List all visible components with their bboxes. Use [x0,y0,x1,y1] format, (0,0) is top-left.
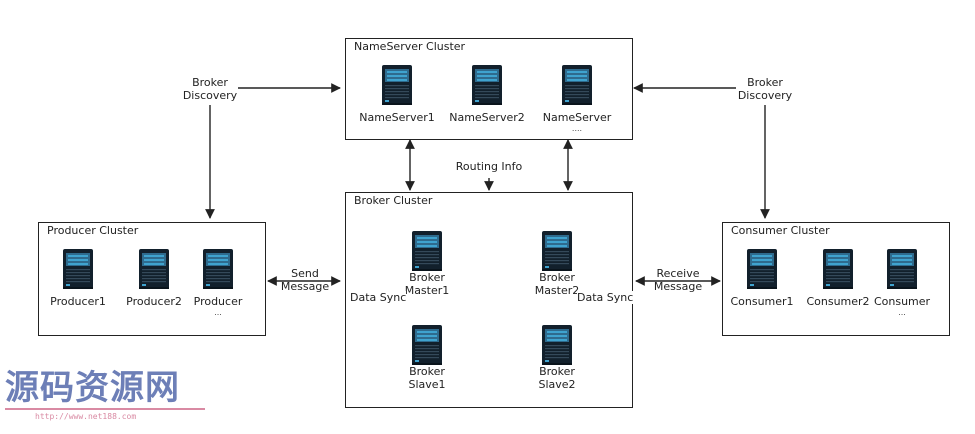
label-send-message: Send Message [280,267,330,293]
server-icon [542,231,572,271]
nameserver-cluster-title: NameServer Cluster [354,40,466,53]
producer-node: Producer1 [33,247,123,308]
node-label: Producer1 [50,295,106,308]
broker-slave1-node: Broker Slave1 [382,323,472,391]
node-label-line1: Broker [539,271,575,284]
node-ellipsis: ... [214,308,222,317]
node-label-line1: Broker [409,271,445,284]
node-label: NameServer [542,111,612,124]
label-data-sync-right: Data Sync [577,291,634,304]
watermark: 源码资源网 http://www.net188.com [5,368,210,421]
broker-cluster-title: Broker Cluster [354,194,433,207]
label-broker-discovery-right: Broker Discovery [736,76,794,102]
watermark-underline [5,408,205,410]
node-label-line2: Slave1 [408,378,446,391]
server-icon [542,325,572,365]
node-ellipsis: ... [898,308,906,317]
node-label-line1: Broker [409,365,445,378]
node-label: NameServer2 [449,111,525,124]
server-icon [63,249,93,289]
label-broker-discovery-left: Broker Discovery [182,76,238,102]
watermark-url: http://www.net188.com [35,412,137,421]
consumer-node: Consumer2 [793,247,883,308]
nameserver-node: NameServer .... [532,63,622,133]
server-icon [747,249,777,289]
server-icon [382,65,412,105]
server-icon [203,249,233,289]
nameserver-node: NameServer2 [442,63,532,124]
producer-cluster-title: Producer Cluster [47,224,139,237]
producer-cluster: Producer Cluster Producer1 Producer2 Pro… [38,222,266,336]
broker-master2-node: Broker Master2 [512,229,602,297]
label-routing-info: Routing Info [452,160,526,173]
server-icon [412,231,442,271]
consumer-cluster-title: Consumer Cluster [731,224,830,237]
server-icon [472,65,502,105]
node-label: Producer [193,295,243,308]
node-label-line2: Master1 [404,284,450,297]
producer-node: Producer2 [109,247,199,308]
consumer-cluster: Consumer Cluster Consumer1 Consumer2 Con… [722,222,950,336]
server-icon [823,249,853,289]
consumer-node: Consumer1 [717,247,807,308]
server-icon [887,249,917,289]
server-icon [412,325,442,365]
broker-master1-node: Broker Master1 [382,229,472,297]
node-label: NameServer1 [359,111,435,124]
nameserver-cluster: NameServer Cluster NameServer1 NameServe… [345,38,633,140]
label-receive-message: Receive Message [653,267,703,293]
server-icon [562,65,592,105]
watermark-logo: 源码资源网 [5,368,180,408]
nameserver-node: NameServer1 [352,63,442,124]
label-data-sync-left: Data Sync [350,291,407,304]
node-label: Consumer1 [730,295,794,308]
server-icon [139,249,169,289]
node-ellipsis: .... [571,124,583,133]
broker-slave2-node: Broker Slave2 [512,323,602,391]
node-label: Consumer [873,295,931,308]
node-label: Producer2 [126,295,182,308]
node-label: Consumer2 [806,295,870,308]
node-label-line1: Broker [539,365,575,378]
consumer-node: Consumer ... [861,247,943,317]
node-label-line2: Master2 [534,284,580,297]
node-label-line2: Slave2 [538,378,576,391]
producer-node: Producer ... [177,247,259,317]
